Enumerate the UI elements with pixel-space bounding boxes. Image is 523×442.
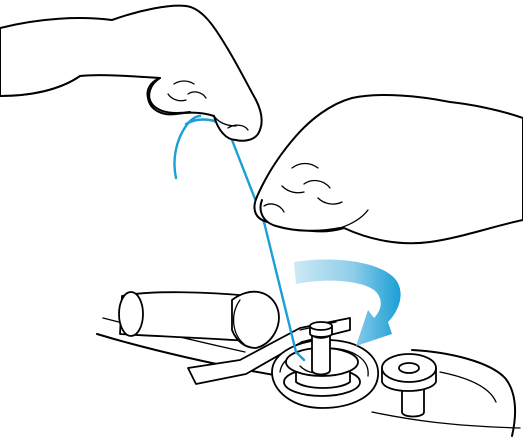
spindle-shaft [312, 334, 330, 375]
spindle-cap-top [310, 322, 332, 330]
spool-cylinder-left-end [119, 292, 143, 336]
stopper-post [402, 388, 424, 417]
sewing-machine-top [0, 292, 523, 442]
right-hand-icon [254, 95, 523, 243]
left-hand-outline [0, 6, 262, 141]
spool-pin-cylinder [119, 292, 279, 348]
stopper-cap-center [399, 363, 419, 373]
left-hand-icon [0, 6, 262, 141]
thread-tail [174, 116, 200, 178]
winder-spindle-icon [310, 322, 332, 375]
